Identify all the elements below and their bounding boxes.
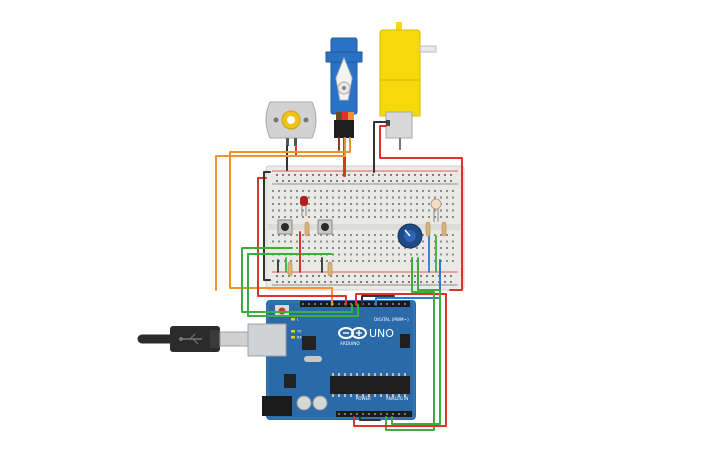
wire-gnd-rail[interactable] [263,171,271,281]
digital-label: DIGITAL (PWM~) [374,317,409,322]
analog-label: ANALOG IN [386,396,408,401]
icsp-header [400,334,410,348]
rx-led-label: RX [297,336,302,340]
pushbutton-1[interactable] [277,219,293,235]
usb-icon [179,333,202,345]
power-jack [262,396,292,416]
wire-digital-red[interactable] [355,293,447,306]
power-label: POWER [356,396,371,401]
l-led-label: L [297,318,299,322]
wire-digital-blue[interactable] [375,259,441,306]
l-led [291,318,295,321]
crystal [304,356,322,362]
resistor-ldr-2[interactable] [441,221,447,237]
wire-button1-signal[interactable] [241,247,353,313]
wire-gearmotor-black[interactable] [373,121,387,173]
rx-led [291,336,295,339]
board-model-label: UNO [369,327,394,340]
wires[interactable] [215,121,463,431]
resistor-ldr-1[interactable] [425,221,431,237]
resistor-button2[interactable] [327,261,333,277]
capacitor-2 [312,395,328,411]
pushbutton-2[interactable] [317,219,333,235]
red-led[interactable] [300,196,308,216]
capacitor-1 [296,395,312,411]
wire-analog-gnd[interactable] [359,416,381,421]
wire-orange-loop[interactable] [215,137,346,291]
tx-led-label: TX [296,330,302,334]
wire-5v-rail[interactable] [257,177,347,306]
wire-digital-black[interactable] [361,295,395,306]
arduino-logo [338,327,367,339]
wire-pot-signal[interactable] [385,257,435,431]
tx-led [291,330,295,333]
dc-motor[interactable] [265,101,317,146]
usb-cable[interactable] [137,326,249,352]
resistors[interactable] [287,221,447,277]
resistor-button1[interactable] [287,261,293,277]
servo[interactable] [325,37,363,138]
photoresistor[interactable] [430,198,442,222]
wire-button2-signal[interactable] [247,253,359,317]
pushbutton-icon [281,223,289,231]
pushbutton-icon [321,223,329,231]
atmega-chip [330,376,410,394]
gear-motor[interactable] [379,22,437,150]
wire-servo-signal[interactable] [229,137,351,306]
led-icon [300,196,308,216]
wire-ldr-signal[interactable] [391,257,441,425]
atmega-pins [332,373,406,397]
board-brand-label: ARDUINO [340,341,360,346]
usb-chip [302,336,316,350]
usb-port [247,323,287,357]
power-analog-pins [338,413,406,415]
wire-analog-red[interactable] [353,299,447,427]
resistor-led[interactable] [304,221,310,237]
photoresistor-icon [430,198,442,210]
arduino-uno-board[interactable]: UNO ARDUINO DIGITAL (PWM~) POWER ANALOG … [247,300,416,420]
breadboard[interactable] [265,165,465,291]
potentiometer[interactable] [397,223,423,249]
wire-gearmotor-red[interactable] [379,125,463,291]
voltage-regulator [284,374,296,388]
